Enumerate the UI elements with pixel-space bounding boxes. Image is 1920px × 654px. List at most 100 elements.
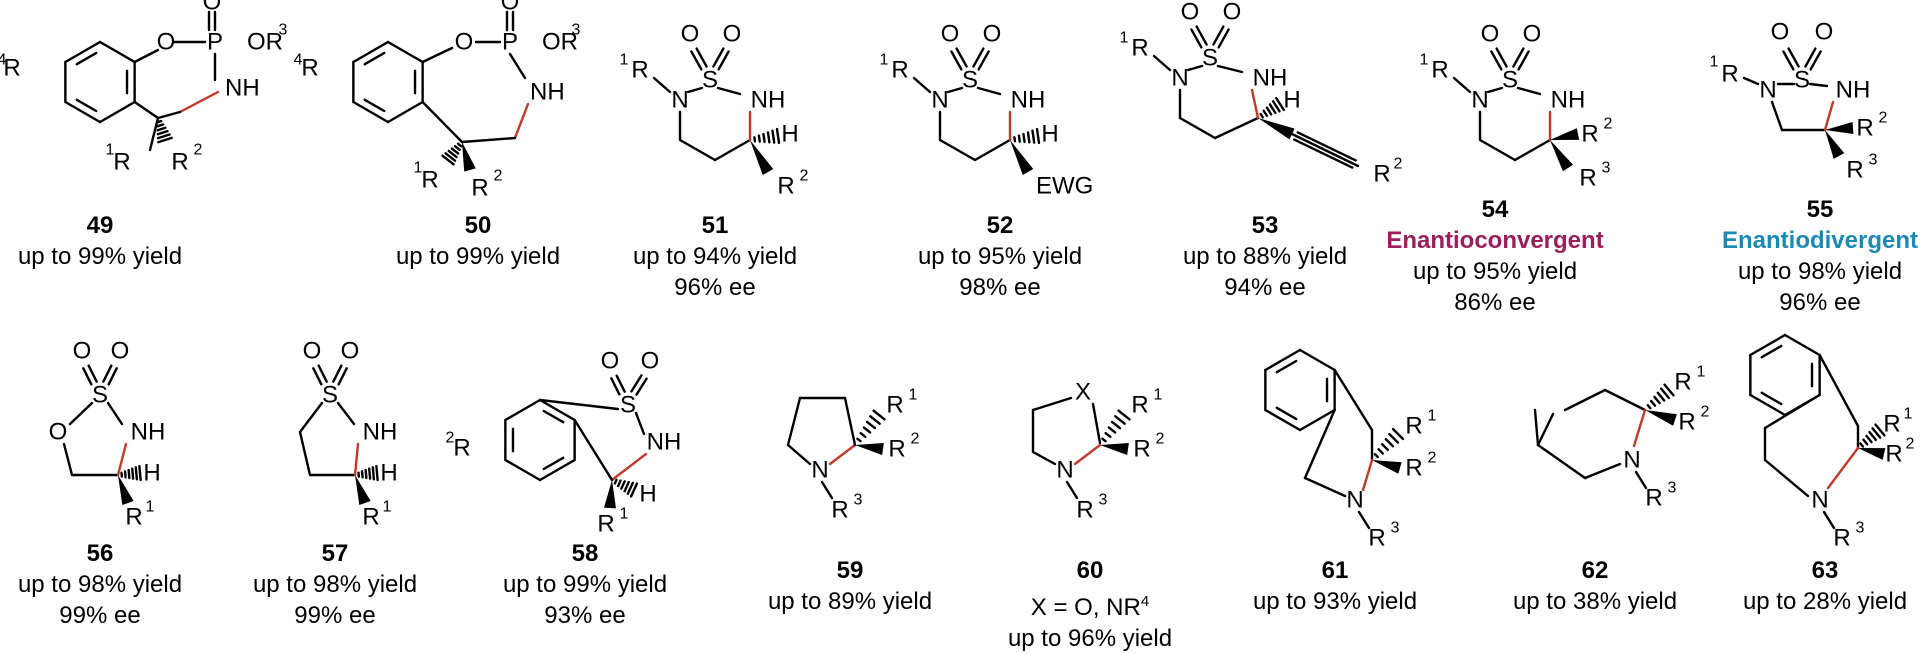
bond xyxy=(1454,78,1470,92)
bond xyxy=(388,102,423,122)
bond xyxy=(158,128,166,130)
bond xyxy=(975,140,1010,160)
atom-label: 2 xyxy=(1394,156,1403,173)
bond xyxy=(136,467,137,479)
atom-label: H xyxy=(1041,121,1058,148)
bond xyxy=(621,481,624,488)
bond xyxy=(1870,432,1876,440)
atom-label: 1 xyxy=(909,387,918,404)
bond xyxy=(788,398,800,445)
bond xyxy=(715,140,750,160)
bond xyxy=(1585,464,1620,478)
yield-text: up to 98% yield xyxy=(18,569,182,600)
wedge-bond xyxy=(1858,448,1885,460)
atom-label: P xyxy=(502,29,518,56)
atom-label: 3 xyxy=(572,22,581,39)
bond xyxy=(462,138,515,142)
bond xyxy=(625,482,629,491)
compound-number: 50 xyxy=(396,210,560,241)
compound-number: 53 xyxy=(1183,210,1347,241)
bond xyxy=(505,400,540,420)
bond xyxy=(1535,410,1538,445)
atom-label: R xyxy=(831,497,848,524)
bond xyxy=(1386,439,1393,446)
ee-text: 93% ee xyxy=(503,600,667,631)
atom-label: R xyxy=(1721,61,1738,88)
bond xyxy=(1389,434,1397,442)
atom-label: N xyxy=(1056,457,1073,484)
bond xyxy=(1785,335,1820,355)
bond xyxy=(1033,452,1055,464)
bond xyxy=(1772,102,1782,130)
bond xyxy=(1265,350,1300,370)
bond xyxy=(108,403,122,424)
bond xyxy=(1093,404,1100,443)
compound-number: 52 xyxy=(918,210,1082,241)
atom-label: O xyxy=(303,338,322,365)
bond xyxy=(1382,444,1388,450)
atom-label: N xyxy=(1471,87,1488,114)
atom-label: O xyxy=(681,21,700,48)
atom-label: 2 xyxy=(1604,116,1613,133)
bond xyxy=(353,42,388,62)
atom-label: H xyxy=(1283,87,1300,114)
wedge-bond xyxy=(1825,122,1853,134)
atom-label: 1 xyxy=(106,142,115,159)
bond xyxy=(1112,422,1120,428)
bond xyxy=(1265,410,1300,430)
atom-label: 2 xyxy=(494,168,503,185)
atom-label: O xyxy=(641,348,660,375)
bond xyxy=(857,439,860,441)
yield-text: up to 38% yield xyxy=(1513,586,1677,617)
bond xyxy=(1480,140,1515,160)
yield-text: up to 98% yield xyxy=(1722,256,1918,287)
bond xyxy=(158,131,168,134)
atom-label: NH xyxy=(647,429,682,456)
bond xyxy=(1180,118,1215,138)
atom-label: H xyxy=(380,460,397,487)
bond xyxy=(861,433,866,437)
ee-text: 94% ee xyxy=(1183,272,1347,303)
bond xyxy=(1634,410,1645,446)
bond xyxy=(373,467,374,479)
bond xyxy=(1218,66,1242,72)
atom-label: R xyxy=(1833,525,1850,552)
bond xyxy=(680,140,715,160)
bond xyxy=(870,416,879,423)
bond xyxy=(1019,136,1020,142)
atom-label: 1 xyxy=(414,160,423,177)
atom-label: N xyxy=(1811,487,1828,514)
bond xyxy=(1375,454,1378,457)
compound-number: 55 xyxy=(1722,194,1918,225)
wedge-bond xyxy=(1645,410,1677,426)
bond xyxy=(135,50,158,62)
bond xyxy=(867,422,875,428)
compound-number: 54 xyxy=(1386,194,1603,225)
ee-text: 99% ee xyxy=(18,600,182,631)
atom-label: 2 xyxy=(1156,431,1165,448)
atom-label: R xyxy=(886,392,903,419)
bond xyxy=(914,78,930,92)
substituent-note: X = O, NR4 xyxy=(1008,586,1172,623)
compound-number: 57 xyxy=(253,538,417,569)
atom-label: R xyxy=(1076,497,1093,524)
atom-label: R xyxy=(1431,57,1448,84)
atom-label: 3 xyxy=(1602,160,1611,177)
atom-label: 1 xyxy=(1710,54,1719,71)
atom-label: O xyxy=(157,29,176,56)
bond xyxy=(1565,390,1605,410)
atom-label: R xyxy=(362,504,379,531)
atom-label: P xyxy=(207,29,223,56)
atom-label: R xyxy=(1885,441,1902,468)
bond xyxy=(1109,428,1115,433)
bond xyxy=(1515,140,1550,160)
atom-label: NH xyxy=(131,419,166,446)
wedge-bond xyxy=(1550,140,1573,171)
bond xyxy=(615,480,617,484)
atom-label: N xyxy=(1171,65,1188,92)
